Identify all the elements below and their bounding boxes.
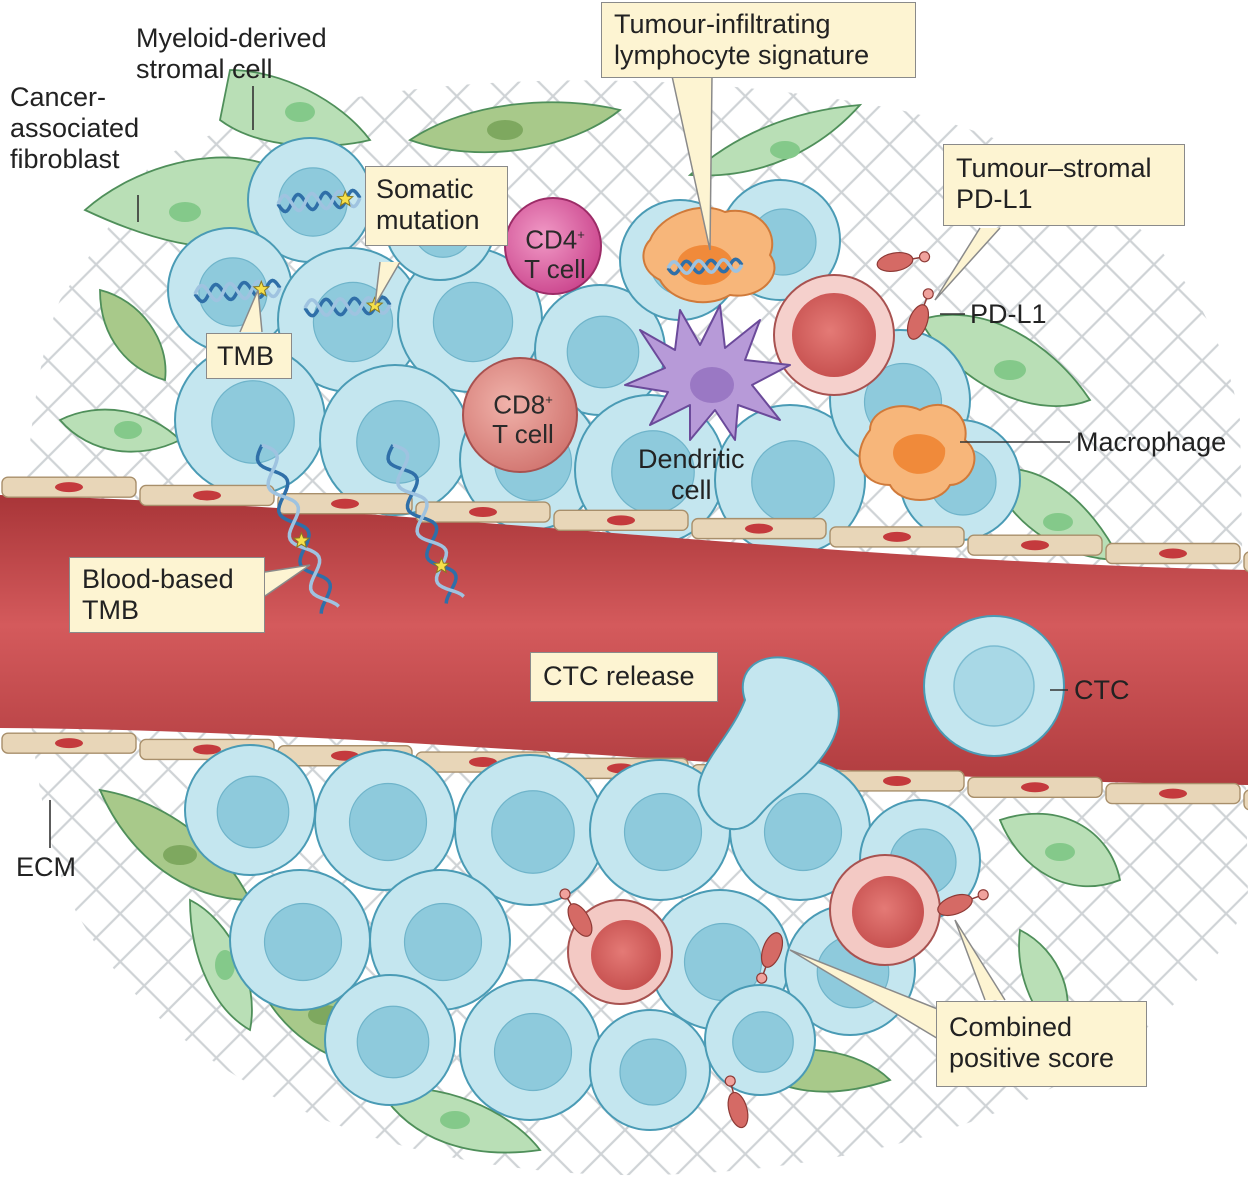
pd-l1-molecule xyxy=(559,888,593,937)
lower-red-cell-2 xyxy=(829,854,941,966)
cd8-t-cell-text: T cell xyxy=(492,418,554,449)
lower-red-cell-1 xyxy=(567,899,673,1005)
ctc-cell xyxy=(923,615,1065,757)
endothelial-nucleus xyxy=(193,744,221,755)
endothelial-nucleus xyxy=(193,490,221,501)
ecm-label: ECM xyxy=(16,852,76,882)
dna-helix xyxy=(666,257,744,276)
tumour-cell-lower xyxy=(459,979,601,1121)
tumour-cell-lower xyxy=(369,869,511,1011)
pd-l1-molecule xyxy=(876,251,931,272)
blood-based-tmb-box: Blood-based TMB xyxy=(69,557,265,633)
pd-l1-molecule xyxy=(937,889,989,917)
mutation-star-icon xyxy=(252,279,271,297)
til-signature-box: Tumour-infiltrating lymphocyte signature xyxy=(601,2,916,78)
ctc-release-cell xyxy=(697,656,840,831)
endothelial-nucleus xyxy=(1159,788,1187,799)
dna-helix xyxy=(193,278,282,304)
cd8-plus-superscript: + xyxy=(545,392,553,407)
endothelial-nucleus xyxy=(1021,782,1049,793)
somatic-mutation-box: Somatic mutation xyxy=(365,166,508,246)
mutation-star-icon xyxy=(432,556,451,574)
endothelial-cell-top xyxy=(1243,551,1248,573)
dendritic-cell-label: Dendritic cell xyxy=(638,444,745,505)
mutation-star-icon xyxy=(292,531,311,549)
endothelial-nucleus xyxy=(883,531,911,542)
tumour-cell-lower xyxy=(454,754,606,906)
callout-pointers xyxy=(239,75,1006,1041)
macrophage-label: Macrophage xyxy=(1076,427,1227,457)
myeloid-derived-stromal-cell-label: Myeloid-derived stromal cell xyxy=(136,23,327,84)
macrophage-cell xyxy=(858,403,976,501)
dendritic-cell xyxy=(624,304,791,441)
tumour-cell-upper xyxy=(319,364,471,516)
mutation-star-icon xyxy=(336,189,355,207)
pd-l1-molecule xyxy=(906,288,934,340)
cd4-t-cell-label: CD4+ T cell xyxy=(520,220,590,284)
dna-helix xyxy=(276,188,362,214)
tmb-box: TMB xyxy=(206,333,292,379)
dna-helix xyxy=(255,443,340,614)
combined-positive-score-box: Combined positive score xyxy=(936,1001,1147,1087)
endothelial-cell-bottom xyxy=(1243,789,1248,811)
dna-helix-group xyxy=(193,188,744,614)
endothelial-nucleus xyxy=(1021,540,1049,551)
ctc-release-box: CTC release xyxy=(530,652,718,702)
tumour-cell-lower xyxy=(324,974,456,1106)
endothelial-nucleus xyxy=(1159,548,1187,559)
pd-l1-molecule-group xyxy=(559,251,989,1129)
cancer-associated-fibroblast-label: Cancer- associated fibroblast xyxy=(10,82,140,174)
ctc-label: CTC xyxy=(1074,675,1130,705)
tumour-cell-lower xyxy=(704,984,816,1096)
endothelial-nucleus xyxy=(331,498,359,509)
dna-helix xyxy=(386,443,465,604)
endothelial-nucleus xyxy=(469,507,497,518)
cd4-t-cell-text: T cell xyxy=(524,253,586,284)
endothelial-nucleus xyxy=(607,515,635,526)
cd8-t-cell-label: CD8+ T cell xyxy=(483,385,563,449)
tumour-cell-upper xyxy=(174,344,326,496)
tumour-cell-lower xyxy=(314,749,456,891)
pd-l1-label: PD-L1 xyxy=(970,299,1047,329)
cd8-t-cell xyxy=(462,357,578,473)
endothelial-nucleus xyxy=(55,738,83,749)
endothelial-nucleus xyxy=(745,523,773,534)
leader-lines xyxy=(49,86,1070,848)
tumour-cell-lower xyxy=(184,744,316,876)
cd4-t-cell xyxy=(504,197,602,295)
cd8-text: CD8 xyxy=(493,389,546,420)
endothelial-nucleus xyxy=(883,775,911,786)
tumour-cell-lower xyxy=(589,759,731,901)
cd4-text: CD4 xyxy=(525,224,578,255)
tumour-cell-upper xyxy=(714,404,866,556)
cd4-plus-superscript: + xyxy=(577,227,585,242)
tumour-cell-upper xyxy=(247,137,373,263)
tumour-cell-lower xyxy=(589,1009,711,1131)
pd-l1-molecule xyxy=(756,932,784,984)
tumour-stromal-pd-l1-box: Tumour–stromal PD-L1 xyxy=(943,144,1185,226)
endothelial-nucleus xyxy=(469,757,497,768)
endothelial-nucleus xyxy=(55,482,83,493)
red-immune-cell xyxy=(773,274,895,396)
endothelium-top xyxy=(1,476,1248,573)
pd-l1-molecule xyxy=(724,1075,749,1129)
